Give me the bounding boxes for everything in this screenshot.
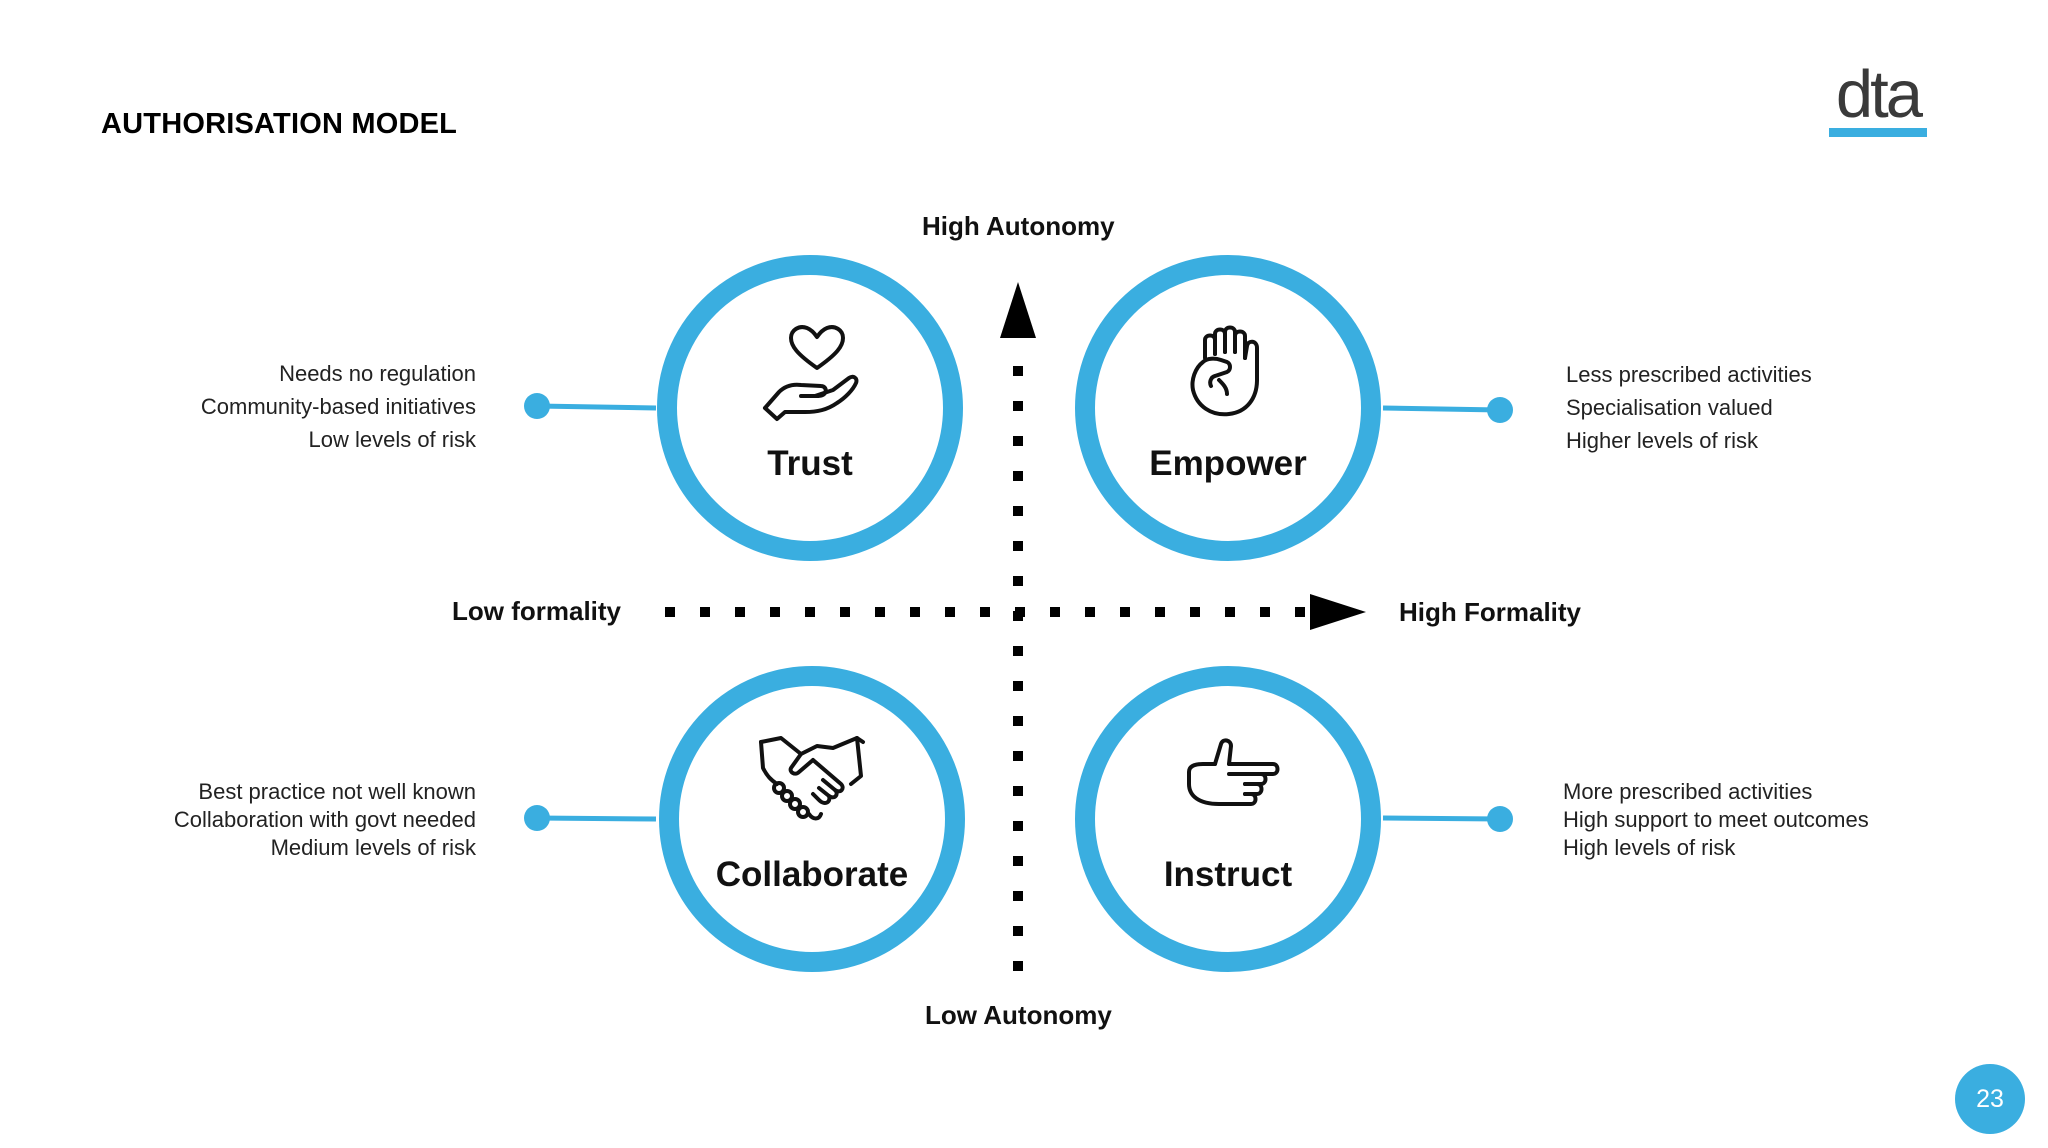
connector-collaborate xyxy=(536,815,657,822)
circle-empower xyxy=(1075,255,1381,561)
axis-dot xyxy=(1013,856,1023,866)
description-line: Collaboration with govt needed xyxy=(173,807,476,832)
axis-dot xyxy=(840,607,850,617)
description-line: Needs no regulation xyxy=(279,361,476,386)
description-empower: Less prescribed activities Specialisatio… xyxy=(1566,358,1812,457)
axis-dot xyxy=(1295,607,1305,617)
axis-dot xyxy=(1013,926,1023,936)
description-line: Specialisation valued xyxy=(1566,395,1773,420)
pointing-hand-icon xyxy=(1187,738,1280,806)
heart-hand-icon xyxy=(763,325,859,421)
axis-dot xyxy=(1260,607,1270,617)
axis-dot xyxy=(1013,716,1023,726)
connector-trust xyxy=(536,403,657,411)
dta-logo: dta xyxy=(1826,57,1930,140)
description-line: High levels of risk xyxy=(1563,835,1736,860)
axis-dot xyxy=(875,607,885,617)
axis-dot xyxy=(770,607,780,617)
axis-dot xyxy=(1013,821,1023,831)
logo-underline xyxy=(1829,128,1927,137)
description-instruct: More prescribed activities High support … xyxy=(1563,778,1869,862)
axis-dot xyxy=(1013,366,1023,376)
axis-dot xyxy=(1013,891,1023,901)
vertical-axis xyxy=(1000,282,1036,971)
axis-dot xyxy=(1013,646,1023,656)
axis-dot xyxy=(1225,607,1235,617)
axis-dot xyxy=(1013,471,1023,481)
description-trust: Needs no regulation Community-based init… xyxy=(201,357,476,456)
quadrant-title-instruct: Instruct xyxy=(1163,855,1293,894)
connector-empower xyxy=(1382,405,1501,413)
axis-dot xyxy=(1013,786,1023,796)
horizontal-axis xyxy=(665,594,1366,630)
connector-instruct xyxy=(1382,815,1501,822)
slide-title: AUTHORISATION MODEL xyxy=(101,108,458,140)
description-line: High support to meet outcomes xyxy=(1563,807,1869,832)
dot-collaborate xyxy=(524,805,550,831)
axis-dot xyxy=(1120,607,1130,617)
description-line: Community-based initiatives xyxy=(200,394,476,419)
axis-dot xyxy=(665,607,675,617)
circle-trust xyxy=(657,255,963,561)
quadrant-title-trust: Trust xyxy=(767,444,853,483)
quadrant-title-empower: Empower xyxy=(1149,444,1307,483)
axis-dot xyxy=(1013,506,1023,516)
axis-dot xyxy=(1013,961,1023,971)
description-line: Low levels of risk xyxy=(308,427,476,452)
axis-label-top: High Autonomy xyxy=(922,211,1115,241)
axis-label-left: Low formality xyxy=(452,596,622,626)
axis-dot xyxy=(1050,607,1060,617)
axis-dot xyxy=(1155,607,1165,617)
axis-label-bottom: Low Autonomy xyxy=(925,1000,1112,1030)
axis-dot xyxy=(1013,401,1023,411)
description-line: Less prescribed activities xyxy=(1566,362,1812,387)
circle-instruct xyxy=(1075,666,1381,972)
dot-empower xyxy=(1487,397,1513,423)
connector-dots xyxy=(524,393,1513,832)
axis-dot xyxy=(910,607,920,617)
axis-dot xyxy=(945,607,955,617)
description-line: Best practice not well known xyxy=(198,779,476,804)
axis-dot xyxy=(1013,541,1023,551)
axis-dot xyxy=(700,607,710,617)
right-arrow-icon xyxy=(1310,594,1366,630)
axis-dot xyxy=(1085,607,1095,617)
axis-label-right: High Formality xyxy=(1399,597,1582,627)
dot-trust xyxy=(524,393,550,419)
description-line: Medium levels of risk xyxy=(270,835,476,860)
axis-dot xyxy=(1013,751,1023,761)
axis-dot xyxy=(980,607,990,617)
axis-dot xyxy=(1013,436,1023,446)
description-line: Higher levels of risk xyxy=(1566,428,1758,453)
connector-lines xyxy=(536,403,1501,822)
logo-text: dta xyxy=(1835,57,1923,132)
description-line: More prescribed activities xyxy=(1563,779,1813,804)
description-collaborate: Best practice not well known Collaborati… xyxy=(174,778,476,862)
handshake-icon xyxy=(759,736,865,821)
axis-dot xyxy=(1013,681,1023,691)
axis-dot xyxy=(735,607,745,617)
dot-instruct xyxy=(1487,806,1513,832)
axis-dot xyxy=(1013,576,1023,586)
axis-dot xyxy=(805,607,815,617)
axis-dot xyxy=(1190,607,1200,617)
axis-dot xyxy=(1015,607,1025,617)
up-arrow-icon xyxy=(1000,282,1036,338)
quadrant-title-collaborate: Collaborate xyxy=(715,855,909,894)
raised-fist-icon xyxy=(1190,325,1259,417)
page-number-badge: 23 xyxy=(1955,1064,2025,1134)
